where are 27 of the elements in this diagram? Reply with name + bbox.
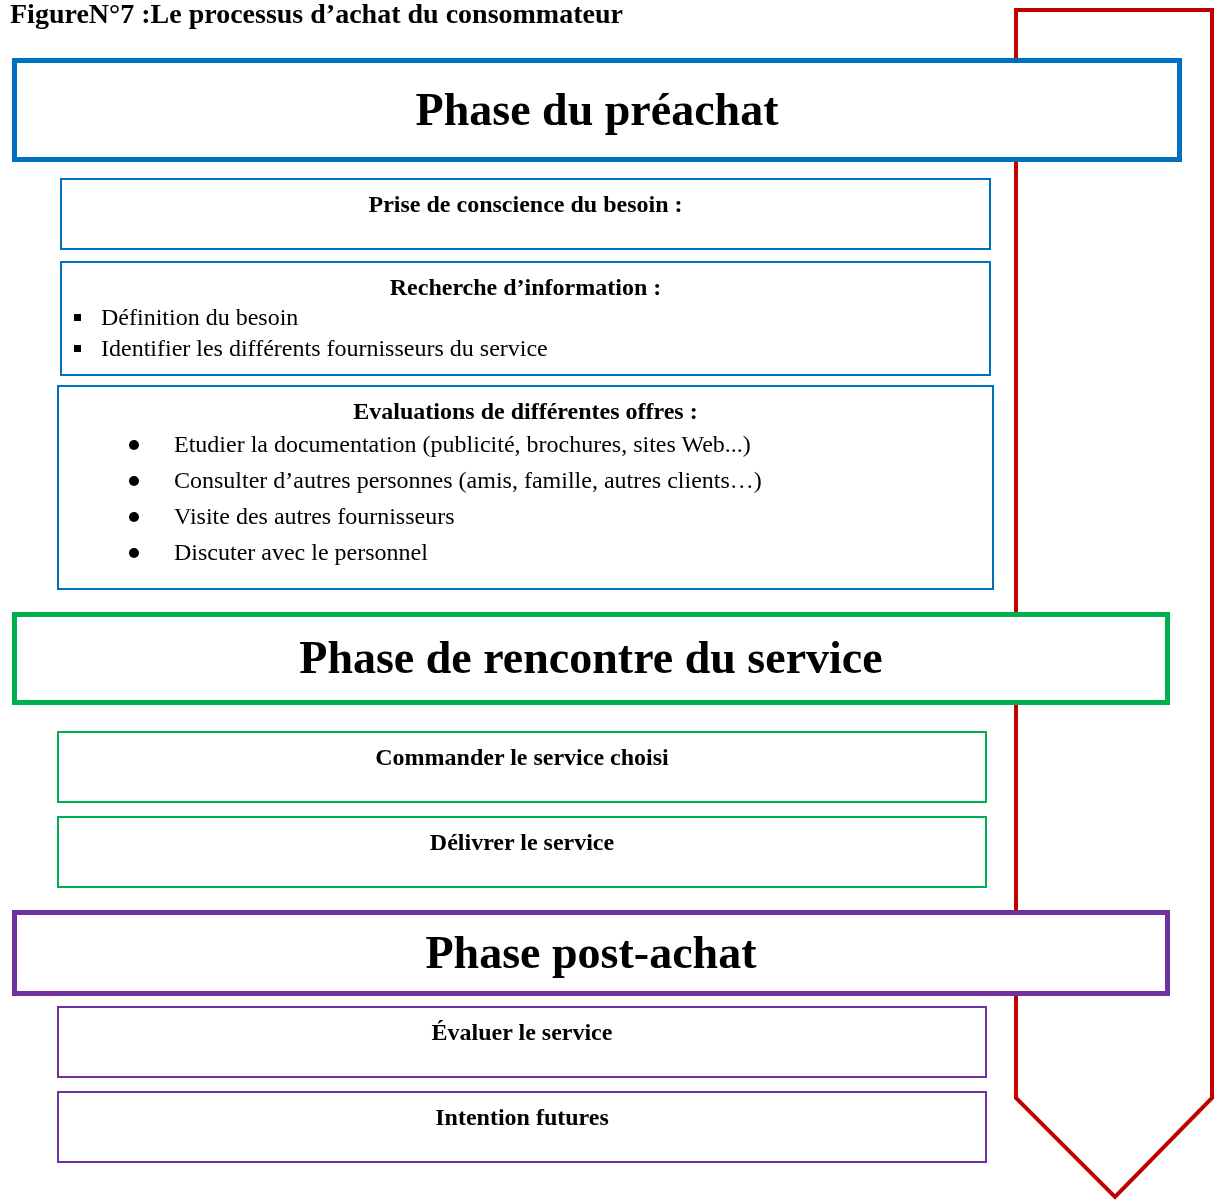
phase-box <box>12 910 1170 996</box>
figure-title: FigureN°7 :Le processus d’achat du consommateur <box>10 0 623 30</box>
step-box <box>57 731 987 803</box>
phase-box <box>12 58 1182 162</box>
list-item: Etudier la documentation (publicité, brochures, sites Web...) <box>174 429 751 459</box>
step-heading: Délivrer le service <box>428 828 616 857</box>
list-item: Visite des autres fournisseurs <box>174 501 455 531</box>
list-item: Discuter avec le personnel <box>174 537 428 567</box>
list-item: Identifier les différents fournisseurs du service <box>101 333 548 363</box>
step-box <box>57 1091 987 1163</box>
step-box <box>57 1006 987 1078</box>
phase-box <box>12 612 1170 705</box>
phase-heading: Phase post-achat <box>425 927 757 979</box>
step-box <box>57 816 987 888</box>
list-item: Définition du besoin <box>101 302 299 332</box>
step-box <box>60 261 991 376</box>
phase-heading: Phase de rencontre du service <box>299 633 883 684</box>
step-heading: Evaluations de différentes offres : <box>352 397 699 426</box>
step-heading: Évaluer le service <box>430 1018 614 1047</box>
step-heading: Prise de conscience du besoin : <box>367 190 684 219</box>
step-box <box>57 385 994 590</box>
phase-heading: Phase du préachat <box>415 84 779 136</box>
step-heading: Commander le service choisi <box>374 743 670 772</box>
step-heading: Recherche d’information : <box>388 273 663 302</box>
step-heading: Intention futures <box>434 1103 610 1132</box>
step-box <box>60 178 991 250</box>
list-item: Consulter d’autres personnes (amis, famille, autres clients…) <box>174 465 762 495</box>
